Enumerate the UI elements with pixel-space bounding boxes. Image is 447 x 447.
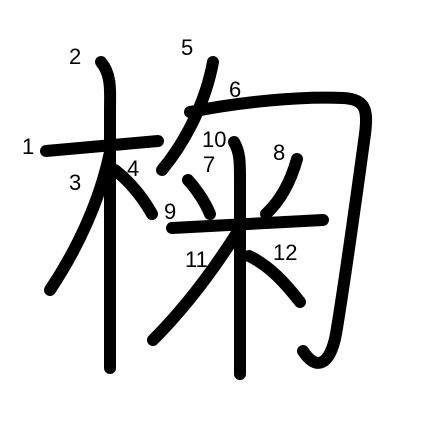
stroke-number-2: 2 xyxy=(69,44,81,69)
stroke-number-8: 8 xyxy=(273,140,285,165)
stroke-number-10: 10 xyxy=(202,127,226,152)
stroke-number-12: 12 xyxy=(273,240,297,265)
stroke-number-6: 6 xyxy=(229,77,241,102)
stroke-number-9: 9 xyxy=(164,199,176,224)
stroke-9 xyxy=(166,214,329,234)
stroke-5 xyxy=(156,56,219,176)
stroke-number-7: 7 xyxy=(203,152,215,177)
stroke-number-3: 3 xyxy=(69,170,81,195)
stroke-2 xyxy=(95,56,117,374)
stroke-1 xyxy=(40,135,164,157)
stroke-8 xyxy=(260,153,303,220)
stroke-number-4: 4 xyxy=(127,156,139,181)
stroke-7 xyxy=(182,174,216,220)
stroke-10 xyxy=(228,136,246,380)
stroke-11 xyxy=(147,222,246,346)
stroke-number-5: 5 xyxy=(181,35,193,60)
stroke-12 xyxy=(243,250,306,308)
stroke-number-11: 11 xyxy=(185,247,208,272)
stroke-6 xyxy=(184,91,373,369)
stroke-4 xyxy=(109,164,158,220)
stroke-3 xyxy=(44,146,116,296)
stroke-number-1: 1 xyxy=(22,134,34,159)
